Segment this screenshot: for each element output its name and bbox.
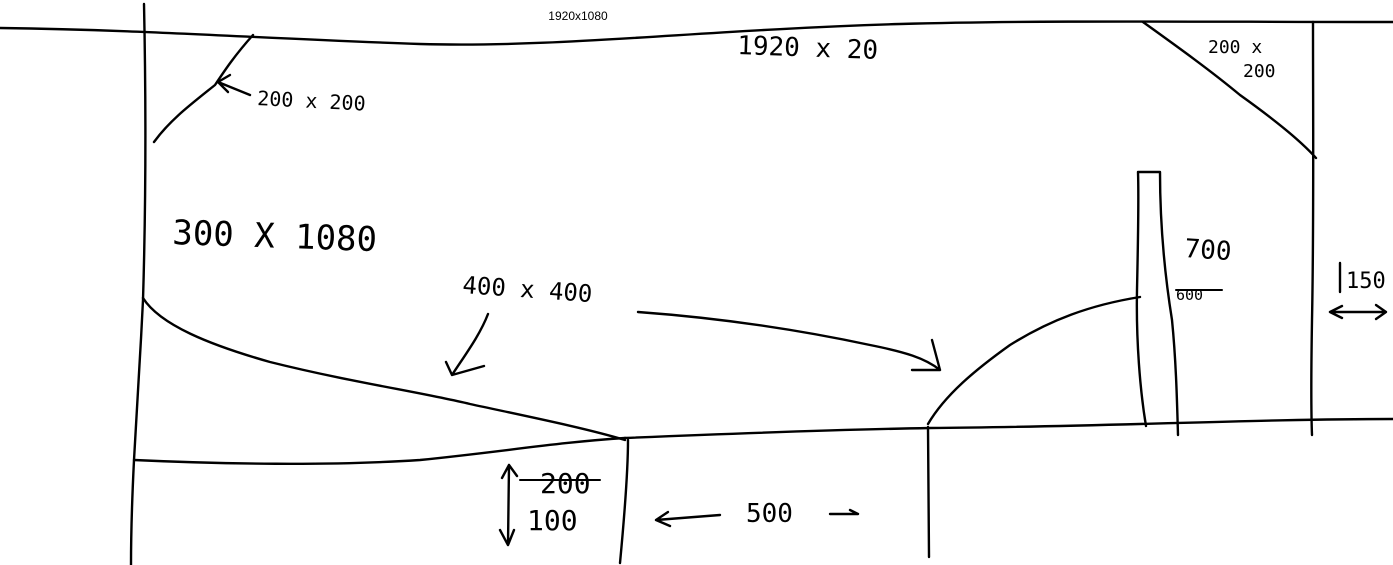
right-strip-edge [1310,20,1315,437]
top-bar-line [0,20,1393,46]
left-panel-label: 300 X 1080 [172,213,378,260]
bottom-width-arrow-left [654,510,722,528]
left-lower-curve [141,296,627,442]
right-strip-arrow [1328,261,1388,321]
bottom-width-label: 500 [746,499,793,529]
baseline [623,417,1393,440]
bottom-strikethrough-label: 200 [540,467,591,500]
bottom-box-top [132,436,627,465]
tower-height-label: 700 [1184,234,1233,267]
corner-left-arrow [216,73,252,97]
left-panel-edge [129,2,147,565]
canvas-caption: 1920x1080 [548,9,608,23]
corner-left-label: 200 x 200 [257,86,366,116]
tower-outline [1135,170,1180,437]
bottom-height-arrow [498,463,519,547]
bottom-width-arrow-right [828,508,860,516]
right-rising-curve [926,295,1142,426]
center-box-arrow-left [444,312,490,377]
center-box-arrow-right [636,310,942,372]
center-box-label: 400 x 400 [462,271,594,308]
bottom-box-right [618,438,630,565]
corner-right-label-line1: 200 x [1208,37,1262,58]
corner-left-arc [152,33,255,144]
tower-width-label: 600 [1176,286,1203,304]
bottom-right-divider [926,425,931,559]
top-bar-label: 1920 x 20 [737,31,879,66]
corner-right-arc [1141,20,1318,160]
right-strip-label: 150 [1346,269,1386,294]
corner-right-label-line2: 200 [1243,61,1276,82]
bottom-height-label: 100 [527,504,578,537]
